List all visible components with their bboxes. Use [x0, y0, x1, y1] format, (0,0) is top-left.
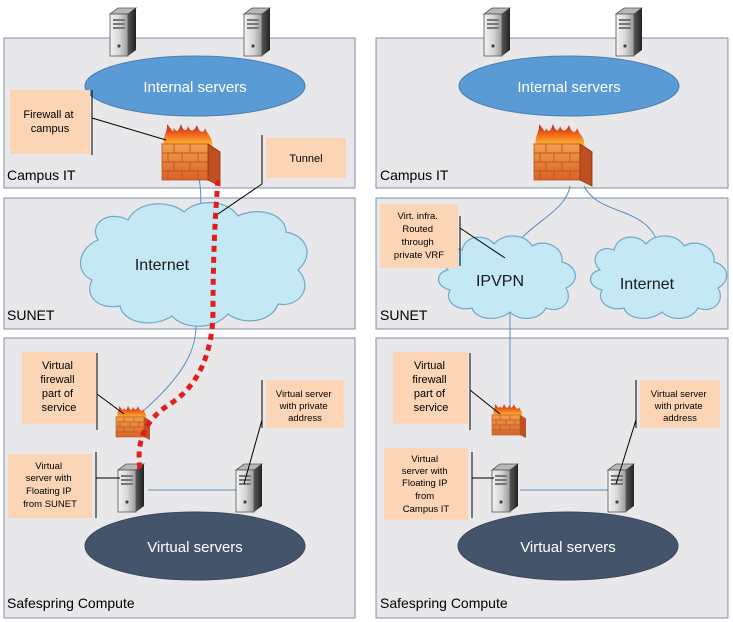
server-icon — [235, 463, 263, 513]
cloud-icon — [589, 235, 728, 319]
cloud-icon — [437, 235, 576, 319]
virtual-servers-ellipse — [457, 511, 679, 581]
callout-leader — [469, 389, 501, 415]
callout-tunnel: Tunnel — [266, 138, 346, 178]
svg-text:Virtual server with: Virtual server with Floating IP from Cam… — [402, 454, 451, 515]
callout-leader — [96, 393, 125, 415]
internal-servers-ellipse — [458, 55, 680, 117]
virtual-servers-label: Virtual servers — [147, 539, 243, 556]
internal-servers-label: Internal servers — [517, 79, 620, 96]
callout-leader — [243, 419, 263, 485]
safespring-compute-zone-label: Safespring Compute — [7, 595, 135, 611]
campus-it-zone-label: Campus IT — [380, 167, 449, 183]
callout-virtual-firewall: Virtual firewall part of service — [393, 352, 468, 424]
internet-label: Internet — [620, 276, 675, 293]
left-panel: Internal servers Internet Virtual server… — [3, 7, 356, 619]
svg-text:Virt. infra. Routed: Virt. infra. Routed through private VRF — [394, 211, 444, 261]
callout-leader — [459, 227, 506, 259]
server-icon — [483, 7, 511, 57]
right-panel: Internal servers IPVPN Internet Virtual … — [375, 7, 729, 619]
callout-leader — [91, 117, 167, 141]
internet-label: Internet — [135, 257, 190, 274]
campus-it-zone-label: Campus IT — [7, 167, 76, 183]
server-icon — [491, 463, 519, 513]
sunet-zone-label: SUNET — [7, 307, 55, 323]
svg-text:Virtual server with pr: Virtual server with private address — [276, 389, 334, 424]
callout-leader — [615, 419, 637, 485]
callout-virt-infra: Virt. infra. Routed through private VRF — [380, 204, 458, 268]
server-icon — [117, 463, 145, 513]
svg-text:Virtual firewall: Virtual firewall part of service — [412, 360, 449, 414]
callout-firewall-campus: Firewall at campus — [10, 90, 90, 154]
svg-text:Virtual firewall: Virtual firewall part of service — [40, 360, 77, 414]
cloud-icon — [79, 202, 308, 327]
safespring-compute-zone-label: Safespring Compute — [380, 595, 508, 611]
svg-text:Firewall at campus: Firewall at campus — [23, 109, 76, 135]
callout-private-server: Virtual server with private address — [640, 380, 720, 428]
callout-floating-ip: Virtual server with Floating IP from Cam… — [384, 448, 468, 520]
callout-private-server: Virtual server with private address — [266, 380, 344, 428]
virtual-servers-label: Virtual servers — [520, 539, 616, 556]
svg-text:Virtual server with pr: Virtual server with private address — [651, 389, 709, 424]
callout-floating-ip: Virtual server with Floating IP from SUN… — [8, 454, 92, 518]
server-icon — [615, 7, 643, 57]
server-icon — [243, 7, 271, 57]
tunnel-line — [136, 179, 221, 471]
internal-servers-label: Internal servers — [143, 79, 246, 96]
callout-virtual-firewall: Virtual firewall part of service — [22, 352, 96, 424]
callout-leader — [217, 183, 263, 215]
svg-text:Tunnel: Tunnel — [289, 153, 322, 165]
server-icon — [109, 7, 137, 57]
link-line — [134, 324, 197, 419]
server-icon — [607, 463, 635, 513]
internal-servers-ellipse — [84, 55, 306, 117]
sunet-zone-label: SUNET — [380, 307, 428, 323]
virtual-servers-ellipse — [84, 511, 306, 581]
ipvpn-label: IPVPN — [476, 273, 524, 290]
svg-text:Virtual server with: Virtual server with Floating IP from SUN… — [23, 461, 77, 510]
